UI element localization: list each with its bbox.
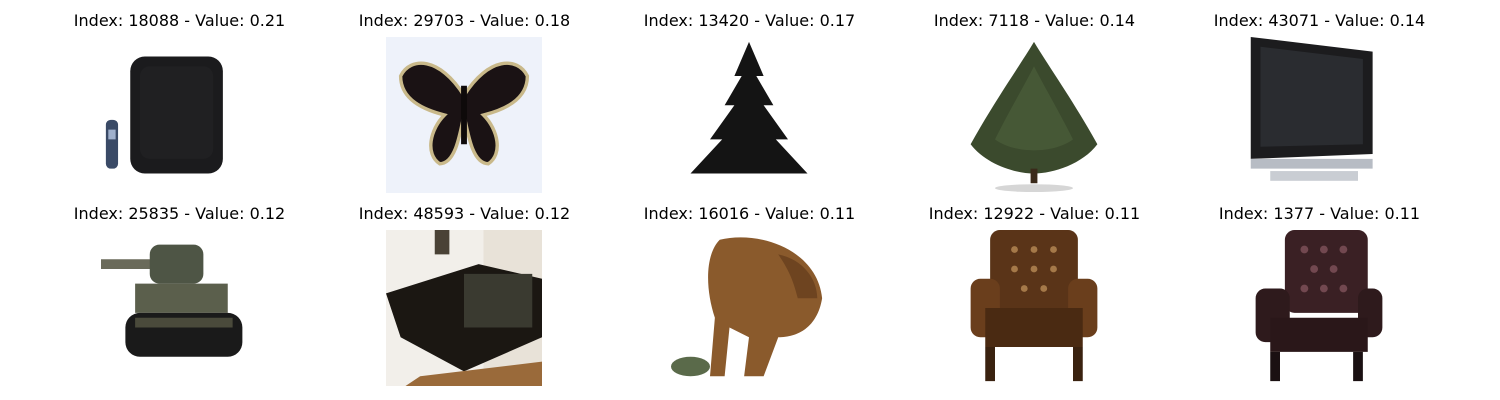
tile-16016: Index: 16016 - Value: 0.11: [607, 193, 892, 386]
dark-wingback-chair-image: [1241, 230, 1397, 386]
butterfly-image: [386, 37, 542, 193]
tile-48593: Index: 48593 - Value: 0.12: [322, 193, 607, 386]
tile-29703: Index: 29703 - Value: 0.18: [322, 0, 607, 193]
tile-25835: Index: 25835 - Value: 0.12: [37, 193, 322, 386]
tile-title: Index: 48593 - Value: 0.12: [358, 204, 571, 223]
flat-screen-tv-image: [1241, 37, 1397, 193]
dark-pine-tree-image: [671, 37, 827, 193]
tile-title: Index: 13420 - Value: 0.17: [643, 11, 856, 30]
green-fir-tree-image: [956, 37, 1112, 193]
tile-title: Index: 25835 - Value: 0.12: [73, 204, 286, 223]
tile-title: Index: 7118 - Value: 0.14: [933, 11, 1136, 30]
tile-1377: Index: 1377 - Value: 0.11: [1177, 193, 1462, 386]
tile-title: Index: 29703 - Value: 0.18: [358, 11, 571, 30]
crt-television-image: [101, 37, 257, 193]
tile-18088: Index: 18088 - Value: 0.21: [37, 0, 322, 193]
tile-title: Index: 1377 - Value: 0.11: [1218, 204, 1421, 223]
tile-43071: Index: 43071 - Value: 0.14: [1177, 0, 1462, 193]
tile-7118: Index: 7118 - Value: 0.14: [892, 0, 1177, 193]
tile-title: Index: 18088 - Value: 0.21: [73, 11, 286, 30]
brown-animal-image: [671, 230, 827, 386]
toy-tank-image: [101, 230, 257, 386]
tile-title: Index: 16016 - Value: 0.11: [643, 204, 856, 223]
tile-title: Index: 43071 - Value: 0.14: [1213, 11, 1426, 30]
tile-13420: Index: 13420 - Value: 0.17: [607, 0, 892, 193]
tile-title: Index: 12922 - Value: 0.11: [928, 204, 1141, 223]
leather-wingback-chair-image: [956, 230, 1112, 386]
tile-12922: Index: 12922 - Value: 0.11: [892, 193, 1177, 386]
tank-closeup-image: [386, 230, 542, 386]
